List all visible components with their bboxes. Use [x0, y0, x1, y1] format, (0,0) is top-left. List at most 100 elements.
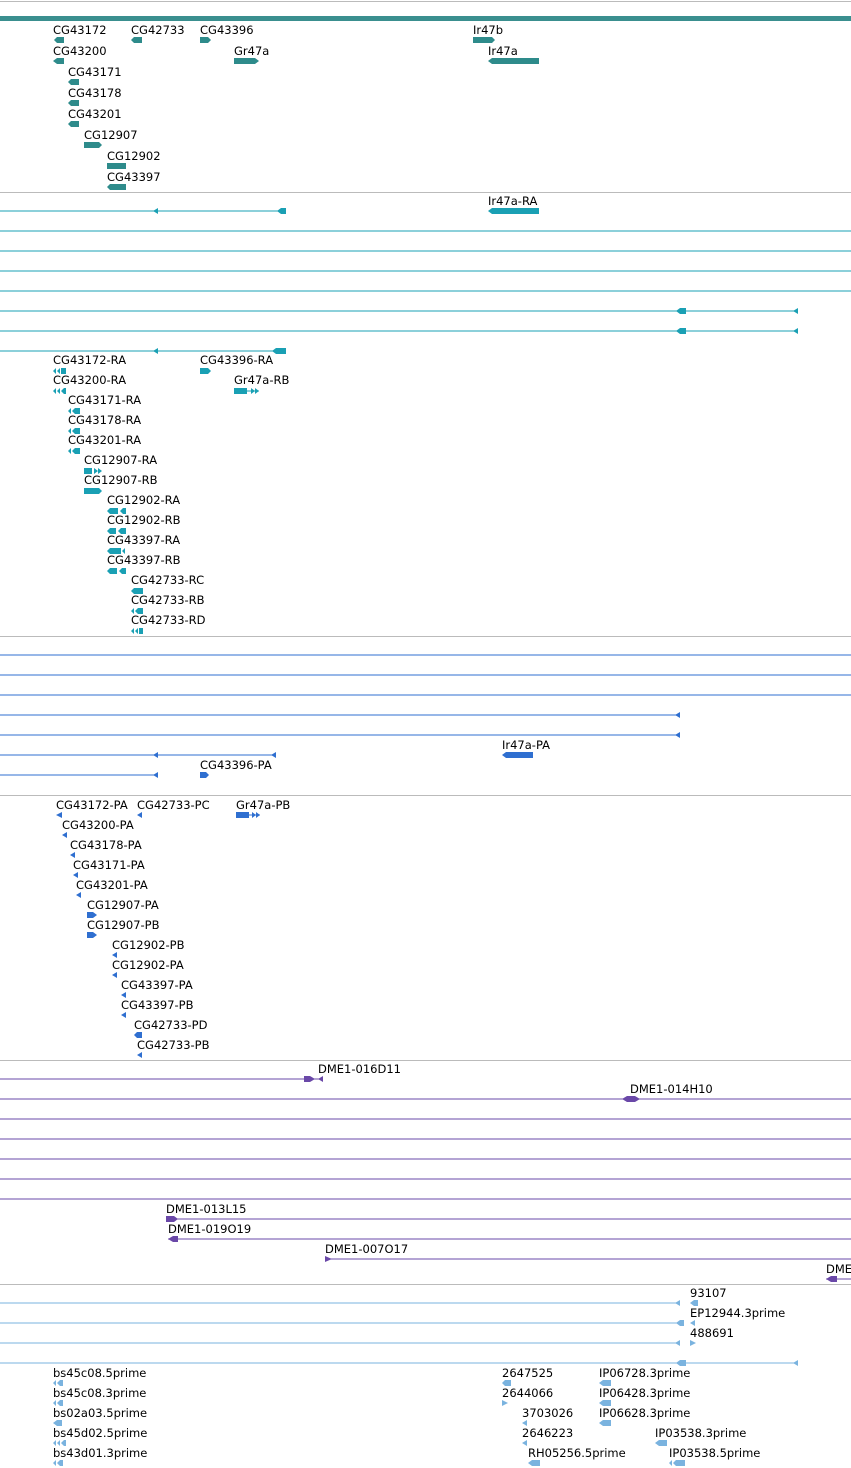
cdna-bs45d02.5prime[interactable]: bs45d02.5prime — [53, 1426, 147, 1446]
cdna-bs45c08.5prime[interactable]: bs45c08.5prime — [53, 1366, 146, 1386]
cdna-2644066[interactable]: 2644066 — [502, 1386, 553, 1406]
protein-CG12907-PA[interactable]: CG12907-PA — [87, 898, 159, 918]
cdna-IP06628.3prime[interactable]: IP06628.3prime — [599, 1406, 690, 1426]
protein-CG12907-PB[interactable]: CG12907-PB — [87, 918, 160, 938]
cdna-bs02a03.5prime[interactable]: bs02a03.5prime — [53, 1406, 147, 1426]
gene-CG43200[interactable]: CG43200 — [53, 44, 107, 64]
cdna-IP06728.3prime[interactable]: IP06728.3prime — [599, 1366, 690, 1386]
cdna-label: 2644066 — [502, 1386, 553, 1400]
cdna-span-1[interactable] — [0, 1300, 680, 1306]
transcript-CG42733-RB[interactable]: CG42733-RB — [131, 593, 205, 614]
gene-CG12907[interactable]: CG12907 — [84, 128, 138, 148]
exon-glyph — [131, 608, 143, 614]
clone-DME[interactable]: DME — [826, 1262, 851, 1282]
transcript-CG43397-RB[interactable]: CG43397-RB — [107, 553, 181, 574]
clone-glyph — [622, 1096, 640, 1102]
transcript-CG43171-RA[interactable]: CG43171-RA — [68, 393, 141, 414]
protein-span-6[interactable] — [0, 752, 276, 758]
protein-CG43396-PA[interactable]: CG43396-PA — [200, 758, 272, 778]
transcript-span-7[interactable] — [0, 328, 798, 334]
protein-CG43171-PA[interactable]: CG43171-PA — [73, 858, 145, 878]
cdna-glyph — [675, 1340, 680, 1346]
cdna-RH05256.5prime[interactable]: RH05256.5prime — [528, 1446, 626, 1466]
gene-Ir47a[interactable]: Ir47a — [488, 44, 539, 64]
gene-CG43178[interactable]: CG43178 — [68, 86, 122, 106]
clone-DME1-016D11[interactable]: DME1-016D11 — [0, 1062, 401, 1082]
transcript-Ir47a-RA[interactable]: Ir47a-RA — [488, 194, 539, 214]
cdna-span-4[interactable] — [0, 1360, 798, 1366]
exon-glyph — [675, 732, 680, 738]
transcript-CG43200-RA[interactable]: CG43200-RA — [53, 373, 126, 394]
transcript-label: CG43397-RA — [107, 533, 180, 547]
protein-CG12902-PA[interactable]: CG12902-PA — [112, 958, 184, 978]
protein-CG43172-PA[interactable]: CG43172-PA — [56, 798, 128, 818]
cdna-IP06428.3prime[interactable]: IP06428.3prime — [599, 1386, 690, 1406]
transcript-CG12907-RB[interactable]: CG12907-RB — [84, 473, 158, 494]
protein-CG12902-PB[interactable]: CG12902-PB — [112, 938, 185, 958]
clone-DME1-007O17[interactable]: DME1-007O17 — [325, 1242, 851, 1262]
cdna-bs45c08.3prime[interactable]: bs45c08.3prime — [53, 1386, 146, 1406]
cdna-2646223[interactable]: 2646223 — [522, 1426, 573, 1446]
protein-CG43200-PA[interactable]: CG43200-PA — [62, 818, 134, 838]
transcript-CG43396-RA[interactable]: CG43396-RA — [200, 353, 273, 374]
cdna-glyph — [53, 1440, 66, 1446]
protein-span-4[interactable] — [0, 712, 680, 718]
cdna-2647525[interactable]: 2647525 — [502, 1366, 553, 1386]
clone-DME1-014H10[interactable]: DME1-014H10 — [0, 1082, 851, 1102]
transcript-label: CG43171-RA — [68, 393, 141, 407]
transcript-CG12902-RB[interactable]: CG12902-RB — [107, 513, 181, 534]
gene-CG43172[interactable]: CG43172 — [53, 23, 107, 43]
protein-CG43178-PA[interactable]: CG43178-PA — [70, 838, 142, 858]
protein-CG43201-PA[interactable]: CG43201-PA — [76, 878, 148, 898]
gene-CG42733[interactable]: CG42733 — [131, 23, 185, 43]
gene-CG43171[interactable]: CG43171 — [68, 65, 122, 85]
gene-Gr47a[interactable]: Gr47a — [234, 44, 269, 64]
gene-CG43201[interactable]: CG43201 — [68, 107, 122, 127]
protein-CG43397-PB[interactable]: CG43397-PB — [121, 998, 194, 1018]
transcript-CG12902-RA[interactable]: CG12902-RA — [107, 493, 180, 514]
protein-Gr47a-PB[interactable]: Gr47a-PB — [236, 798, 290, 818]
clone-DME1-013L15[interactable]: DME1-013L15 — [166, 1202, 851, 1222]
transcript-span-1[interactable] — [0, 208, 286, 214]
cdna-3703026[interactable]: 3703026 — [522, 1406, 573, 1426]
cdna-bs43d01.3prime[interactable]: bs43d01.3prime — [53, 1446, 147, 1466]
transcript-label: CG43397-RB — [107, 553, 181, 567]
transcript-CG42733-RD[interactable]: CG42733-RD — [131, 613, 206, 634]
transcript-CG12907-RA[interactable]: CG12907-RA — [84, 453, 157, 474]
cdna-span-3[interactable] — [0, 1340, 680, 1346]
cdna-IP03538.5prime[interactable]: IP03538.5prime — [669, 1446, 760, 1466]
transcript-CG43201-RA[interactable]: CG43201-RA — [68, 433, 141, 454]
gene-glyph — [107, 163, 126, 169]
gene-CG43397[interactable]: CG43397 — [107, 170, 161, 190]
transcript-label: CG42733-RD — [131, 613, 206, 627]
transcript-span-8[interactable] — [0, 348, 286, 354]
protein-Ir47a-PA[interactable]: Ir47a-PA — [502, 738, 550, 758]
gene-Ir47b[interactable]: Ir47b — [473, 23, 503, 43]
exon-glyph — [107, 508, 126, 514]
protein-span-7[interactable] — [0, 772, 158, 778]
transcript-Gr47a-RB[interactable]: Gr47a-RB — [234, 373, 289, 394]
cdna-span-2[interactable] — [0, 1320, 684, 1326]
protein-CG43397-PA[interactable]: CG43397-PA — [121, 978, 193, 998]
protein-CG42733-PB[interactable]: CG42733-PB — [137, 1038, 210, 1058]
transcript-CG43178-RA[interactable]: CG43178-RA — [68, 413, 141, 434]
exon-glyph — [84, 468, 102, 474]
transcript-CG43397-RA[interactable]: CG43397-RA — [107, 533, 180, 554]
transcript-span-6[interactable] — [0, 308, 798, 314]
cdna-EP12944.3prime[interactable]: EP12944.3prime — [690, 1306, 785, 1326]
cdna-glyph — [522, 1440, 527, 1446]
protein-CG42733-PC[interactable]: CG42733-PC — [137, 798, 210, 818]
gene-CG43396[interactable]: CG43396 — [200, 23, 254, 43]
gene-CG12902[interactable]: CG12902 — [107, 149, 161, 169]
gene-label: CG43172 — [53, 23, 107, 37]
protein-span-5[interactable] — [0, 732, 680, 738]
cdna-488691[interactable]: 488691 — [690, 1326, 734, 1346]
exon-glyph — [153, 208, 158, 214]
protein-CG42733-PD[interactable]: CG42733-PD — [134, 1018, 208, 1038]
clone-DME1-019O19[interactable]: DME1-019O19 — [168, 1222, 851, 1242]
cdna-93107[interactable]: 93107 — [690, 1286, 727, 1306]
transcript-CG42733-RC[interactable]: CG42733-RC — [131, 573, 204, 594]
cdna-IP03538.3prime[interactable]: IP03538.3prime — [655, 1426, 746, 1446]
transcript-CG43172-RA[interactable]: CG43172-RA — [53, 353, 126, 374]
transcript-label: CG43200-RA — [53, 373, 126, 387]
